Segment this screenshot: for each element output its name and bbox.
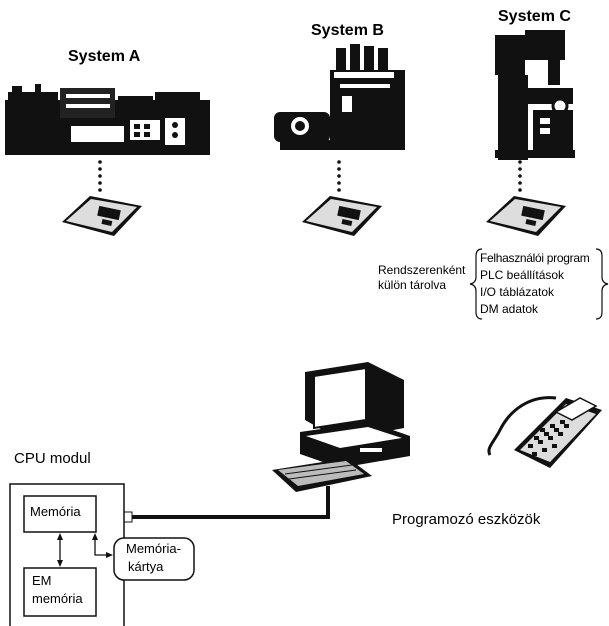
- system-b-dotted-connector: [337, 160, 341, 192]
- storage-item-plc-settings: PLC beállítások: [480, 268, 565, 282]
- system-a-title: System A: [68, 48, 141, 65]
- cpu-port: [123, 511, 133, 523]
- system-b-title: System B: [311, 22, 384, 39]
- system-c-title: System C: [498, 8, 571, 25]
- programming-tools-label: Programozó eszközök: [392, 511, 541, 528]
- desktop-computer-image: [272, 362, 410, 492]
- system-a-machine-image: [5, 84, 210, 155]
- system-b-machine-image: [274, 44, 405, 150]
- handheld-programming-console-image: [487, 396, 602, 468]
- connection-cable: [131, 486, 330, 519]
- system-c-machine-image: [495, 30, 575, 160]
- memory-card-label-line1: Memória-: [126, 541, 181, 556]
- em-memory-box: [23, 567, 97, 617]
- em-memory-label-line2: memória: [32, 591, 83, 606]
- system-c-dotted-connector: [518, 160, 522, 192]
- storage-item-user-program: Felhasználói program: [480, 251, 590, 265]
- storage-note-label-line2: külön tárolva: [378, 278, 447, 292]
- memory-label: Memória: [30, 504, 81, 519]
- memory-card-arrow: [92, 533, 113, 558]
- em-memory-label-line1: EM: [32, 573, 52, 588]
- system-a-memory-card-icon: [62, 196, 142, 236]
- storage-note-label-line1: Rendszerenként: [378, 263, 466, 277]
- cpu-module-title: CPU modul: [14, 450, 91, 467]
- memory-box: [23, 495, 97, 533]
- storage-item-dm-data: DM adatok: [480, 302, 539, 316]
- memory-em-arrow: [57, 533, 63, 567]
- memory-card-label-line2: kártya: [128, 559, 164, 574]
- system-c-memory-card-icon: [486, 196, 566, 236]
- system-b-memory-card-icon: [302, 196, 382, 236]
- memory-card-box: [113, 537, 195, 581]
- storage-item-io-tables: I/O táblázatok: [480, 285, 555, 299]
- left-brace: [469, 248, 483, 320]
- right-brace: [595, 248, 609, 320]
- system-a-dotted-connector: [98, 160, 102, 192]
